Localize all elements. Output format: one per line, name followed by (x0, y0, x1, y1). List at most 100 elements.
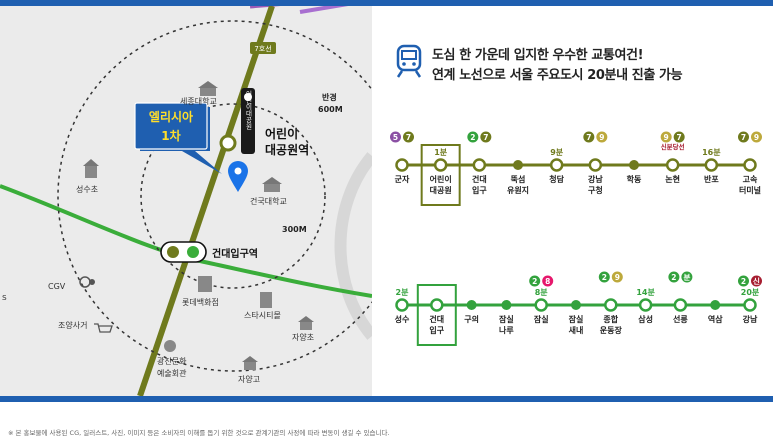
line7-transfer-badge-text: 7 (483, 133, 488, 142)
cart-icon (94, 323, 113, 333)
line2-transfer-badge-text: 2 (671, 273, 676, 282)
poi-starcity: 스타시티몰 (244, 311, 281, 320)
line2-station-node (710, 300, 721, 310)
line7-station-node (665, 158, 680, 172)
line2-station-name: 종합 (603, 314, 618, 324)
top-accent-bar (0, 0, 773, 6)
line2-station-name: 나루 (499, 325, 514, 335)
complex-phase: 1차 (161, 128, 180, 143)
line7-transfer-badge-text: 2 (470, 133, 475, 142)
line2-station-name: 잠실 (534, 314, 549, 324)
line7-station-name: 논현 (665, 174, 680, 184)
line2-transfer-badge (738, 275, 749, 287)
line7-station-node (549, 158, 564, 172)
line2-transfer-badge (668, 271, 680, 283)
line7-station-node (629, 160, 639, 170)
line2-station-node (501, 300, 512, 310)
line2-station-node (571, 300, 581, 310)
poi-jayang-elem: 자양초 (292, 333, 314, 342)
children-station-name-1: 어린이 (265, 126, 298, 141)
complex-name: 엘리시아 (149, 109, 193, 124)
line2-transfer-badge-text: 2 (741, 277, 746, 286)
line7-highlight-box (420, 144, 461, 206)
line2-transfer-badge-text: 8 (545, 277, 550, 286)
line2-time-label: 14분 (636, 288, 655, 297)
line7-transfer-badge-text: 7 (406, 133, 411, 142)
poi-konkuk: 건국대학교 (250, 196, 287, 206)
line7-station-name: 터미널 (739, 185, 761, 195)
line7-station-name: 청담 (549, 174, 564, 184)
line2-time-label: 2분 (396, 288, 410, 297)
line2-transfer-badge-text: 2 (602, 273, 607, 282)
line7-transfer-badge-text: 5 (393, 133, 398, 142)
line7-transfer-badge-text: 9 (599, 133, 604, 142)
radius-600-label-2: 600M (318, 105, 343, 114)
line2-station-name: 구의 (464, 314, 479, 324)
line7-route (137, 6, 275, 396)
train-icon (396, 44, 422, 78)
line2-station-node (743, 298, 757, 312)
line7-transfer-badge (738, 131, 749, 143)
line2-station-node (638, 298, 653, 312)
line2-highlight-box (416, 284, 457, 346)
line7-station-node (472, 158, 487, 172)
building-icon (260, 292, 272, 308)
line7-station-node (513, 160, 523, 170)
line7-station-node (743, 158, 757, 172)
line2-transfer-badge (542, 275, 554, 287)
line7-transfer-badge (660, 131, 672, 143)
line7-station-name: 반포 (704, 174, 719, 184)
line7-transfer-badge (673, 131, 685, 143)
line7-station-name: 고속 (743, 174, 758, 184)
line7-label: 7호선 (254, 44, 271, 53)
line2-station-name: 역삼 (708, 314, 723, 324)
location-pin-icon (228, 161, 248, 192)
headline-line-2: 연계 노선으로 서울 주요도시 20분내 진출 가능 (432, 68, 683, 83)
line2-station-name: 성수 (395, 314, 410, 324)
station-sign-text: 어린이대공원 (244, 89, 252, 130)
children-station-marker (219, 134, 237, 152)
line7-station-name: 유원지 (507, 185, 529, 195)
line7-transfer-badge (390, 131, 401, 143)
line7-station-name: 건대 (472, 174, 487, 184)
line2-station-name: 삼성 (638, 314, 653, 324)
map-edge-letter: s (2, 293, 7, 303)
landmark-icon (164, 340, 176, 352)
line7-transfer-badge (467, 131, 479, 143)
building-icon (83, 159, 99, 178)
line7-station-node (395, 158, 409, 172)
line7-station-name: 입구 (472, 185, 487, 195)
poi-joyang: 조양사거 (58, 321, 87, 330)
line7-station-name: 대공원 (430, 185, 452, 195)
line2-transfer-badge (611, 271, 623, 283)
line2-transfer-badge (681, 271, 693, 283)
line2-time-label: 8분 (535, 288, 549, 297)
footnote: ※ 본 홍보물에 사용된 CG, 일러스트, 사진, 이미지 등은 소비자의 이… (8, 429, 390, 437)
poi-gwangjin-1: 광진문화 (157, 356, 187, 366)
radius-600-label-1: 반경 (322, 92, 337, 102)
radius-600-circle (57, 20, 372, 372)
line2-transfer-badge (598, 271, 610, 283)
headline-line-1: 도심 한 가운데 입지한 우수한 교통여건! (432, 48, 644, 63)
camera-icon (79, 276, 95, 288)
line7-transfer-badge-text: 9 (754, 133, 759, 142)
location-map: 7호선 어린이대공원 어린이 대공원역 엘리시아 1차 반경 600M 300M… (0, 6, 372, 396)
line7-transfer-badge-text: 7 (586, 133, 591, 142)
line2-station-node (430, 298, 444, 312)
line7-station-node (704, 158, 719, 172)
line7-transfer-badge (403, 131, 414, 143)
radius-300-label: 300M (282, 225, 307, 234)
bottom-accent-bar (0, 396, 773, 402)
line2-transfer-badge-text: 분 (683, 273, 690, 282)
poi-cgv: CGV (48, 282, 66, 291)
line7-transfer-badge (480, 131, 492, 143)
line2-station-name: 잠실 (569, 314, 584, 324)
station-sign (241, 88, 255, 154)
poi-sejong: 세종대학교 (180, 96, 217, 106)
building-icon (242, 356, 258, 370)
poi-gwangjin-2: 예술회관 (157, 368, 187, 378)
building-icon (198, 81, 218, 96)
building-icon (262, 177, 282, 192)
line7-transfer-badge (583, 131, 595, 143)
line2-station-name: 입구 (429, 325, 444, 335)
